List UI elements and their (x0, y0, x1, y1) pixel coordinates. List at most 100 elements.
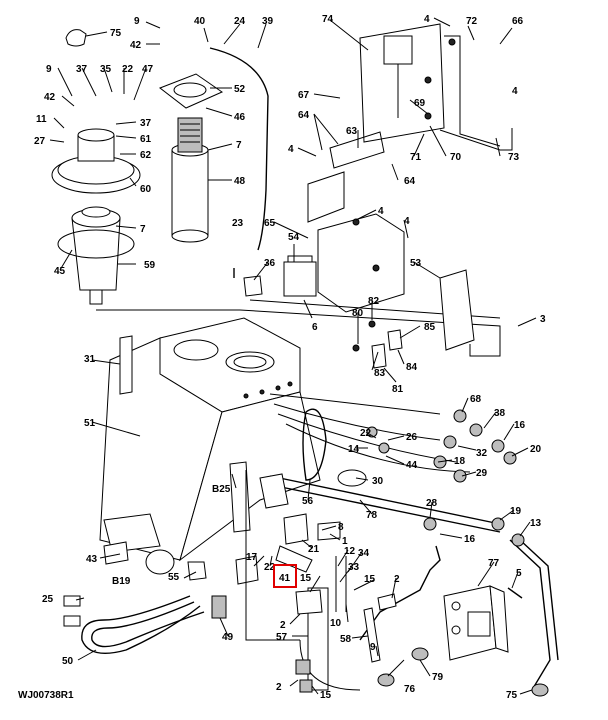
callout-71: 71 (410, 152, 422, 163)
callout-56: 56 (302, 496, 314, 507)
callout-23: 23 (232, 218, 244, 229)
callout-66: 66 (512, 16, 524, 27)
callout-37: 37 (76, 64, 88, 75)
callout-54: 54 (288, 232, 300, 243)
callout-74: 74 (322, 14, 334, 25)
callout-38: 38 (494, 408, 506, 419)
callout-30: 30 (372, 476, 384, 487)
callout-63: 63 (346, 126, 358, 137)
callout-26: 26 (406, 432, 418, 443)
callout-61: 61 (140, 134, 152, 145)
callout-13: 13 (530, 518, 542, 529)
callout-17: 17 (246, 552, 258, 563)
callout-70: 70 (450, 152, 462, 163)
callout-52: 52 (234, 84, 246, 95)
callout-9: 9 (134, 16, 140, 27)
callout-62: 62 (140, 150, 152, 161)
callout-72: 72 (466, 16, 478, 27)
callout-16: 16 (464, 534, 476, 545)
callout-6: 6 (312, 322, 318, 333)
callout-75: 75 (506, 690, 518, 701)
callout-2: 2 (394, 574, 400, 585)
callout-18: 18 (454, 456, 466, 467)
callout-65: 65 (264, 218, 276, 229)
callout-80: 80 (352, 308, 364, 319)
callout-15: 15 (320, 690, 332, 701)
callout-20: 20 (530, 444, 542, 455)
callout-49: 49 (222, 632, 234, 643)
callout-7: 7 (236, 140, 242, 151)
callout-9: 9 (46, 64, 52, 75)
callout-64: 64 (404, 176, 416, 187)
callout-12: 12 (344, 546, 356, 557)
callout-16: 16 (514, 420, 526, 431)
callout-3: 3 (540, 314, 546, 325)
callout-25: 25 (42, 594, 54, 605)
callout-85: 85 (424, 322, 436, 333)
callout-35: 35 (100, 64, 112, 75)
callout-45: 45 (54, 266, 66, 277)
callout-4: 4 (378, 206, 384, 217)
callout-41: 41 (279, 573, 291, 584)
callout-22: 22 (360, 428, 372, 439)
callout-53: 53 (410, 258, 422, 269)
callout-42: 42 (130, 40, 142, 51)
callout-73: 73 (508, 152, 520, 163)
callout-43: 43 (86, 554, 98, 565)
drawing-id: WJ00738R1 (18, 690, 74, 701)
callout-59: 59 (144, 260, 156, 271)
callout-4: 4 (512, 86, 518, 97)
callout-81: 81 (392, 384, 404, 395)
line-art (49, 17, 559, 697)
callout-11: 11 (36, 114, 47, 125)
callout-B19: B19 (112, 576, 131, 587)
callout-75: 75 (110, 28, 122, 39)
callout-14: 14 (348, 444, 360, 455)
callout-22: 22 (264, 562, 276, 573)
callout-36: 36 (264, 258, 276, 269)
callout-27: 27 (34, 136, 46, 147)
callout-4: 4 (404, 216, 410, 227)
callout-69: 69 (414, 98, 426, 109)
callout-5: 5 (516, 568, 522, 579)
callout-32: 32 (476, 448, 488, 459)
callout-31: 31 (84, 354, 96, 365)
callout-68: 68 (470, 394, 482, 405)
highlight-box (273, 564, 297, 588)
callout-37: 37 (140, 118, 152, 129)
callout-82: 82 (368, 296, 380, 307)
callout-4: 4 (424, 14, 430, 25)
callout-60: 60 (140, 184, 152, 195)
callout-42: 42 (44, 92, 56, 103)
callout-B25: B25 (212, 484, 231, 495)
callout-1: 1 (342, 536, 348, 547)
callout-2: 2 (276, 682, 282, 693)
callout-22: 22 (122, 64, 134, 75)
callout-8: 8 (338, 522, 344, 533)
callout-55: 55 (168, 572, 180, 583)
callout-34: 34 (358, 548, 370, 559)
callout-48: 48 (234, 176, 246, 187)
callout-44: 44 (406, 460, 418, 471)
callout-67: 67 (298, 90, 310, 101)
callout-57: 57 (276, 632, 288, 643)
callout-46: 46 (234, 112, 246, 123)
callout-2: 2 (280, 620, 286, 631)
callout-79: 79 (432, 672, 444, 683)
callout-15: 15 (364, 574, 376, 585)
callout-4: 4 (288, 144, 294, 155)
callout-21: 21 (308, 544, 320, 555)
callout-7: 7 (140, 224, 146, 235)
callout-83: 83 (374, 368, 386, 379)
callout-78: 78 (366, 510, 378, 521)
callout-51: 51 (84, 418, 96, 429)
callout-28: 28 (426, 498, 438, 509)
callout-29: 29 (476, 468, 488, 479)
callout-40: 40 (194, 16, 206, 27)
callout-33: 33 (348, 562, 360, 573)
callout-76: 76 (404, 684, 416, 695)
callout-84: 84 (406, 362, 418, 373)
callout-58: 58 (340, 634, 352, 645)
